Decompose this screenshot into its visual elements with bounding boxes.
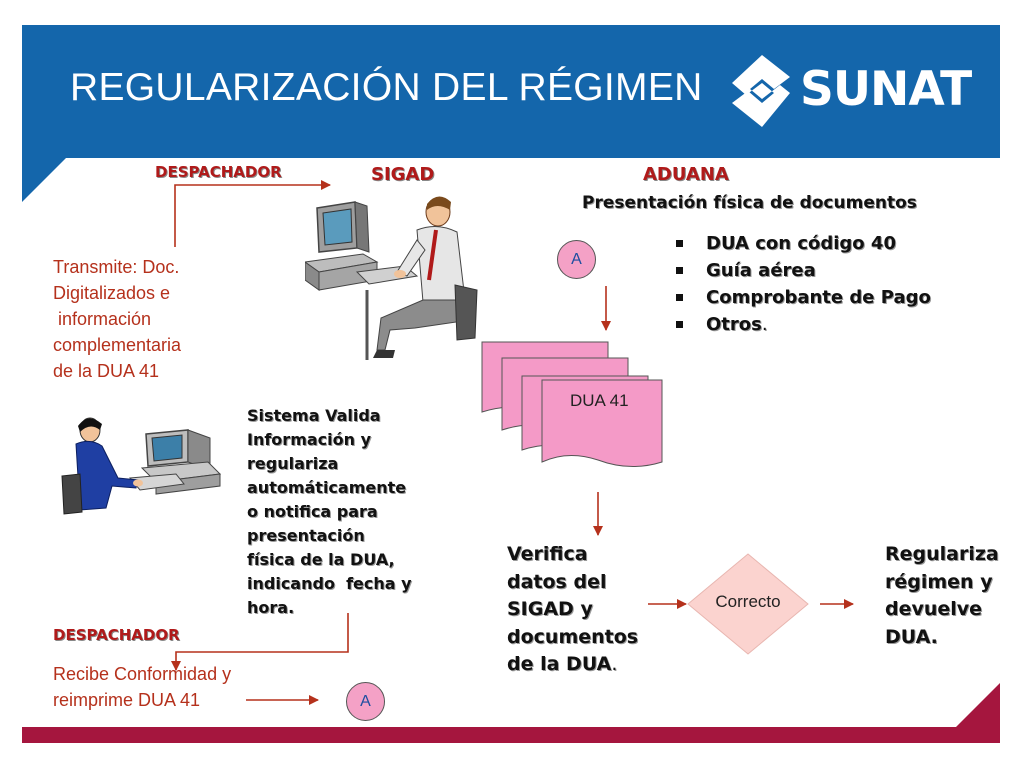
bullet-icon [676, 294, 683, 301]
recibe-line: reimprime DUA 41 [53, 690, 201, 710]
transmite-line: información [53, 309, 152, 329]
documents-list: DUA con código 40 Guía aérea Comprobante… [676, 230, 931, 338]
regulariza-line: régimen y [885, 570, 993, 593]
list-item-label: DUA con código 40 [706, 233, 896, 254]
slide-title: REGULARIZACIÓN DEL RÉGIMEN [70, 66, 703, 109]
sistema-line: presentación [247, 526, 365, 545]
sistema-line: regulariza [247, 454, 339, 473]
sistema-line: indicando fecha y [247, 574, 412, 593]
sunat-logo-icon [732, 55, 790, 127]
list-item: Otros. [676, 311, 931, 338]
regulariza-line: Regulariza [885, 543, 999, 565]
transmite-line: complementaria [53, 335, 182, 355]
list-item: DUA con código 40 [676, 230, 931, 257]
verifica-line: documentos [507, 625, 639, 648]
despachador-label-bottom: DESPACHADOR [53, 626, 180, 644]
verifica-suffix: . [611, 653, 618, 675]
sistema-line: o notifica para [247, 502, 378, 521]
dua-document-label: DUA 41 [570, 391, 629, 410]
regulariza-line: devuelve [885, 598, 983, 620]
decision-diamond [687, 553, 809, 655]
header-fold [22, 158, 66, 202]
connector-a-top: A [557, 240, 596, 279]
despachador-label-top: DESPACHADOR [155, 163, 282, 181]
sistema-line: Sistema Valida [247, 406, 381, 425]
list-item-label: Guía aérea [706, 260, 816, 281]
regulariza-line: DUA. [885, 625, 938, 648]
transmite-text: Transmite: Doc. Digitalizados e informac… [53, 254, 233, 384]
verifica-line: de la DUA [507, 653, 612, 675]
recibe-text: Recibe Conformidad y reimprime DUA 41 [53, 661, 293, 713]
sistema-line: física de la DUA, [247, 550, 395, 569]
sistema-line: Información y [247, 430, 372, 449]
list-item-label: Otros [706, 314, 762, 335]
woman-at-computer-icon [61, 417, 222, 515]
verifica-line: SIGAD y [507, 598, 593, 620]
document-page [541, 379, 663, 468]
connector-a-bottom: A [346, 682, 385, 721]
bullet-icon [676, 240, 683, 247]
transmite-line: de la DUA 41 [53, 361, 160, 381]
verifica-line: Verifica [507, 543, 588, 565]
arrow-despachador-to-sigad [174, 180, 331, 247]
list-item: Comprobante de Pago [676, 284, 931, 311]
sistema-line: automáticamente [247, 478, 407, 497]
regulariza-text: Regulariza régimen y devuelve DUA. [885, 541, 1024, 651]
transmite-line: Digitalizados e [53, 283, 171, 303]
recibe-line: Recibe Conformidad y [53, 664, 232, 684]
footer-fold [956, 683, 1000, 727]
dua-document-stack [481, 341, 663, 468]
decision-label: Correcto [715, 592, 781, 611]
sistema-line: hora. [247, 598, 295, 617]
sunat-logo-text: SUNAT [800, 62, 972, 117]
man-at-computer-icon [305, 196, 478, 360]
bullet-icon [676, 321, 683, 328]
transmite-line: Transmite: Doc. [53, 257, 180, 277]
arrow-sistema-to-despachador [171, 613, 349, 671]
presentacion-heading: Presentación física de documentos [582, 193, 917, 213]
footer-band [22, 727, 1000, 743]
sistema-text: Sistema Valida Información y regulariza … [247, 404, 462, 620]
aduana-label: ADUANA [643, 164, 729, 185]
list-item: Guía aérea [676, 257, 931, 284]
header-band [22, 25, 1000, 158]
list-item-label: Comprobante de Pago [706, 287, 931, 308]
list-item-suffix: . [761, 314, 768, 335]
verifica-line: datos del [507, 570, 607, 593]
sigad-label: SIGAD [371, 164, 435, 185]
bullet-icon [676, 267, 683, 274]
verifica-text: Verifica datos del SIGAD y documentos de… [507, 541, 677, 679]
